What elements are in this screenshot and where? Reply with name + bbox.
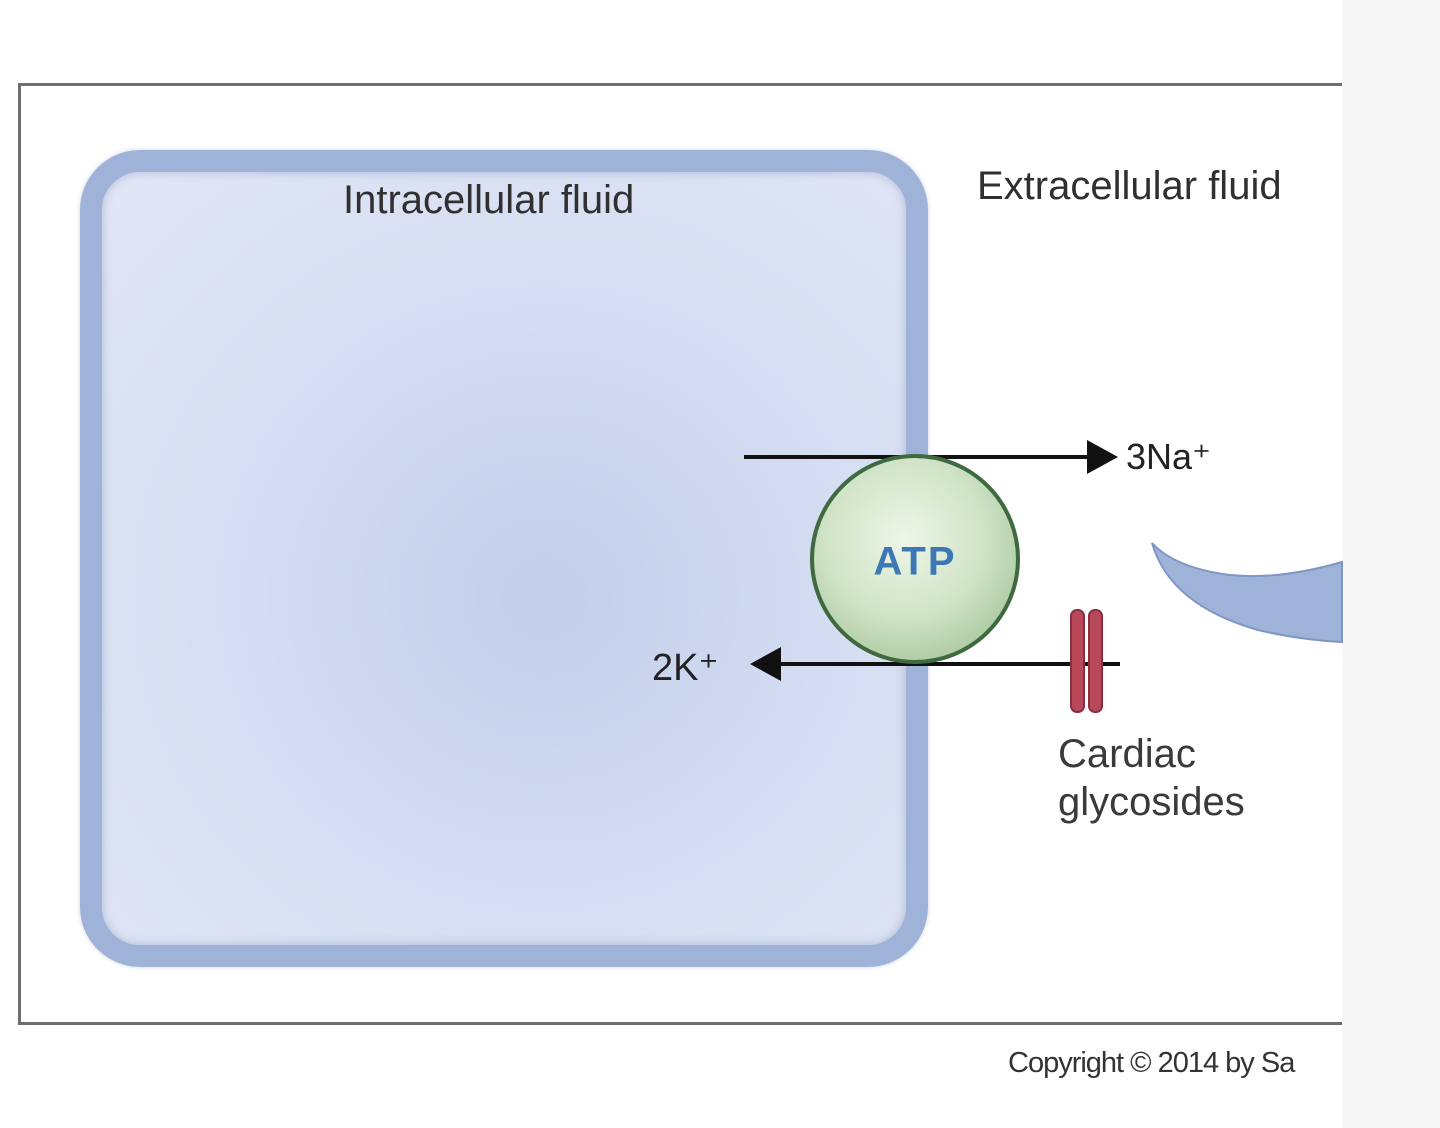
receptor-shape xyxy=(1152,543,1342,642)
sodium-arrow-head xyxy=(1087,440,1118,474)
potassium-ion-label: 2K⁺ xyxy=(652,645,719,690)
cardiac-glycoside-inhibitor xyxy=(1071,610,1102,712)
cardiac-glycosides-line2: glycosides xyxy=(1058,778,1245,826)
sodium-ion-label: 3Na⁺ xyxy=(1126,436,1211,478)
potassium-arrow-head xyxy=(750,647,781,681)
intracellular-fluid-label: Intracellular fluid xyxy=(343,178,634,223)
atp-label: ATP xyxy=(873,540,956,585)
cardiac-glycosides-label: Cardiac glycosides xyxy=(1058,730,1245,826)
extracellular-fluid-label: Extracellular fluid xyxy=(977,164,1282,209)
cardiac-glycosides-line1: Cardiac xyxy=(1058,730,1245,778)
copyright-notice: Copyright © 2014 by Sa xyxy=(1008,1047,1294,1080)
